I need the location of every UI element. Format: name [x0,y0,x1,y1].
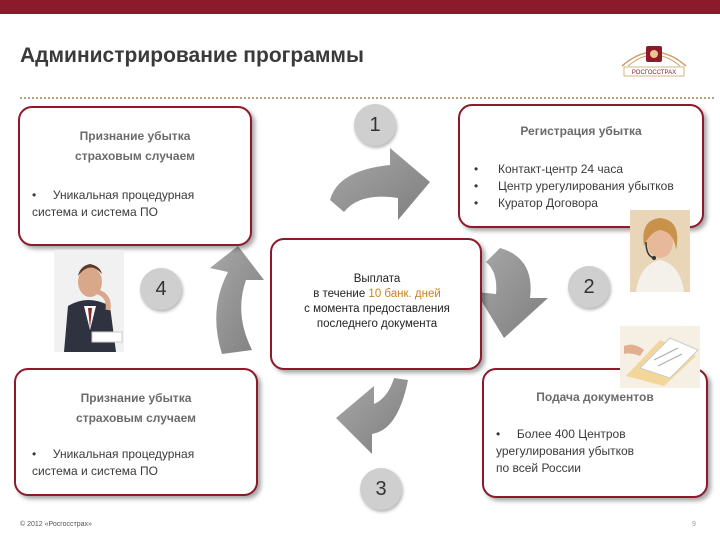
box-bullet-text: • Уникальная процедурная система и систе… [32,187,242,221]
bullet-line: Уникальная процедурная [52,188,195,202]
bullet-line: система и система ПО [32,205,158,219]
box-heading: Регистрация убытка [520,124,642,138]
box-heading-line: Признание убытка [79,129,191,143]
bullet-line: по всей России [496,461,582,475]
payout-text: Выплата в течение 10 банк. дней с момент… [272,272,482,332]
box-bullet-text: • Уникальная процедурная система и систе… [32,446,252,480]
box-payout [270,238,482,370]
step-4-circle: 4 [140,268,182,310]
payout-highlight: 10 банк. дней [368,288,441,300]
bullet-line: Более 400 Центров [516,427,626,441]
box-heading-line: страховым случаем [76,411,196,425]
step-2-circle: 2 [568,266,610,308]
businessman-photo [54,250,124,352]
bullet-line: урегулирования убытков [496,444,635,458]
header-divider [20,97,714,99]
box-document-submission [482,368,708,498]
box-heading-line: страховым случаем [75,149,195,163]
arrow-step-3 [336,378,408,454]
call-center-operator-photo [630,210,690,292]
bullet-marker: • [496,427,517,441]
box-heading: Подача документов [536,390,654,404]
step-1-circle: 1 [354,104,396,146]
box-heading-line: Признание убытка [80,391,192,405]
arrow-step-1 [330,148,430,220]
step-3-circle: 3 [360,468,402,510]
bullet-line: Уникальная процедурная [52,447,195,461]
payout-line: последнего документа [316,318,438,330]
bullet-item: Центр урегулирования убытков [474,178,674,195]
arrow-step-2 [476,248,548,338]
page-title: Администрирование программы [20,44,364,67]
box-loss-recognition-top [18,106,252,246]
documents-photo [620,326,700,388]
page-number: 9 [692,521,696,528]
bullet-item: Куратор Договора [474,195,598,212]
bullet-line: система и система ПО [32,464,158,478]
bullet-marker: • [32,188,53,202]
footer-copyright: © 2012 «Росгосстрах» [20,521,92,528]
bullet-marker: • [32,447,53,461]
svg-text:РОСГОССТРАХ: РОСГОССТРАХ [632,70,676,76]
company-logo: РОСГОССТРАХ [621,46,687,77]
arrow-step-4 [210,246,264,354]
box-bullet-text: • Более 400 Центров урегулирования убытк… [496,426,704,477]
payout-line: в течение 10 банк. дней [313,288,441,300]
payout-line: Выплата [353,273,401,285]
payout-line: с момента предоставления [304,303,450,315]
bullet-item: Контакт-центр 24 часа [474,161,623,178]
top-bar [0,0,720,14]
box-loss-recognition-bottom [14,368,258,496]
